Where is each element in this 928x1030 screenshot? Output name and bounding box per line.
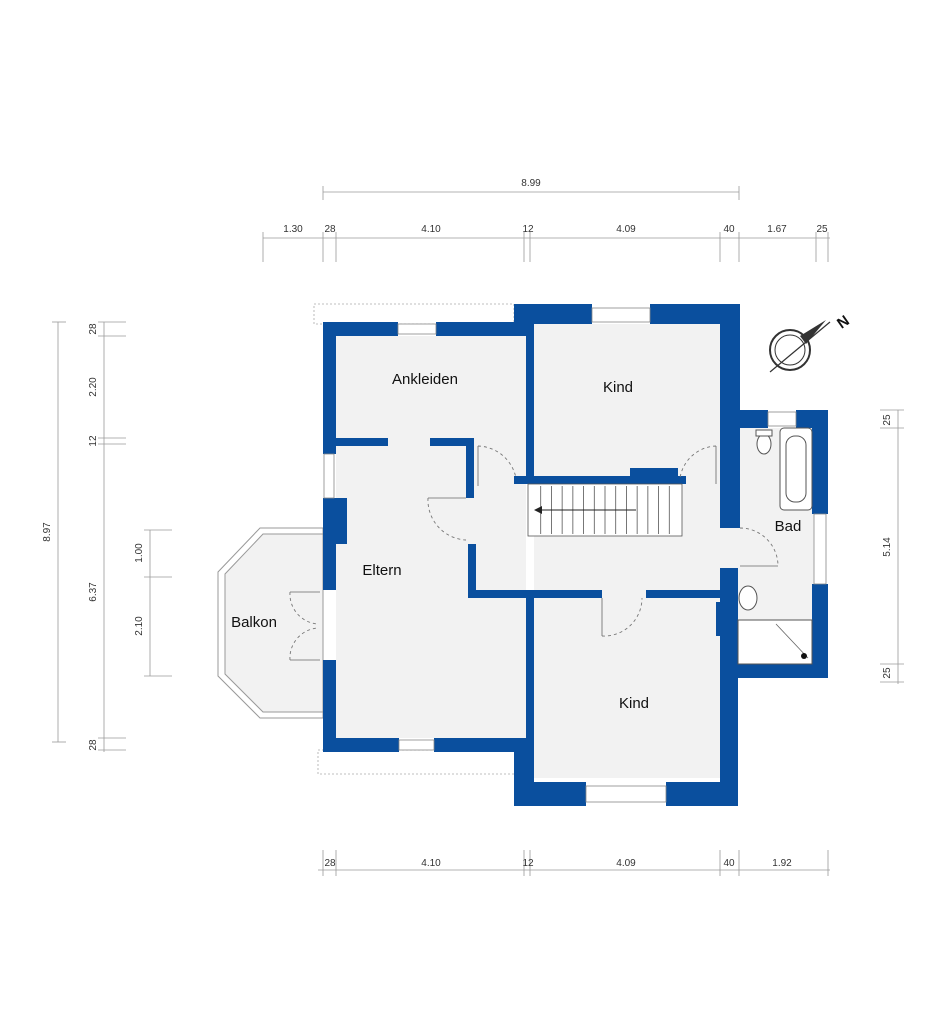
dim-left-2: 12 [88,435,99,447]
room-label-balkon: Balkon [231,614,277,631]
room-label-ankleiden: Ankleiden [392,371,458,388]
dim-top-2: 4.10 [421,224,441,235]
dim-bottom-5: 1.92 [772,858,792,869]
dim-bottom-4: 40 [723,858,735,869]
dim-bottom-2: 12 [522,858,534,869]
dim-left-4: 28 [88,739,99,751]
dim-top-3: 12 [522,224,534,235]
dim-top-5: 40 [723,224,735,235]
dim-top-0: 1.30 [283,224,303,235]
dim-left-1: 2.20 [88,377,99,397]
shower [737,619,813,665]
dim-top-total: 8.99 [521,178,541,189]
dim-right-1: 5.14 [882,537,893,557]
dim-top-6: 1.67 [767,224,787,235]
room-labels: Ankleiden Kind Bad Eltern Balkon Kind [231,371,801,712]
windows [323,307,827,803]
dim-bottom-3: 4.09 [616,858,636,869]
dim-right-0: 25 [882,414,893,426]
dim-left-0: 28 [88,323,99,335]
dimension-lines: 8.99 1.30 28 4.10 12 4.09 40 1.67 25 28 … [42,178,904,876]
bathroom-fixtures [737,427,813,665]
doors [289,445,779,661]
stair-arrow-head [534,506,542,514]
sink [738,585,758,611]
dim-top-4: 4.09 [616,224,636,235]
room-label-bad: Bad [775,518,802,535]
dim-right-2: 25 [882,667,893,679]
dim-top-1: 28 [324,224,336,235]
staircase [527,483,683,537]
walls [323,304,828,806]
dim-left-total: 8.97 [42,522,53,542]
dim-top-7: 25 [816,224,828,235]
room-label-eltern: Eltern [362,562,401,579]
floor [336,324,818,778]
room-label-kind-bottom: Kind [619,695,649,712]
toilet [756,433,772,455]
balcony [217,527,324,719]
dim-left-3: 6.37 [88,582,99,602]
dim-bottom-1: 4.10 [421,858,441,869]
dim-left-inner-0: 1.00 [134,543,145,563]
dim-left-inner-1: 2.10 [134,616,145,636]
compass-north-label: N [834,312,853,332]
compass: N [769,312,853,373]
room-label-kind-top: Kind [603,379,633,396]
dim-bottom-0: 28 [324,858,336,869]
